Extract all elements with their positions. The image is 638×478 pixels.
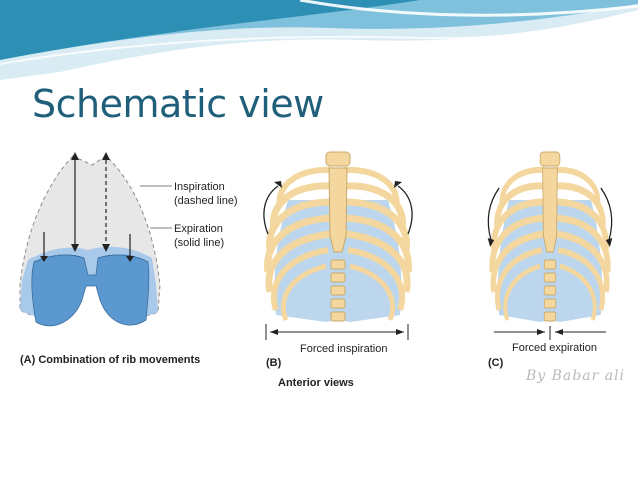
author-watermark: By Babar ali	[526, 368, 626, 384]
panel-a-caption: (A) Combination of rib movements	[20, 354, 200, 366]
expiration-width-arrow	[494, 326, 606, 340]
inspiration-note: (dashed line)	[174, 195, 238, 207]
panel-a-lung-outline	[19, 152, 172, 327]
panel-c-label: (C)	[488, 357, 504, 369]
forced-expiration-caption: Forced expiration	[512, 342, 597, 354]
rib-movement-figure: Inspiration (dashed line) Expiration (so…	[19, 151, 613, 389]
anterior-views-caption: Anterior views	[278, 377, 354, 389]
inspiration-label: Inspiration	[174, 181, 225, 193]
panel-b-label: (B)	[266, 357, 282, 369]
expiration-label: Expiration	[174, 223, 223, 235]
slide-title: Schematic view	[32, 82, 324, 126]
header-wave-decoration	[0, 0, 638, 80]
rib-cage-expiration	[487, 151, 613, 322]
forced-inspiration-caption: Forced inspiration	[300, 343, 387, 355]
expiration-note: (solid line)	[174, 237, 224, 249]
rib-cage-inspiration	[263, 151, 413, 322]
inspiration-width-arrow	[265, 324, 409, 340]
